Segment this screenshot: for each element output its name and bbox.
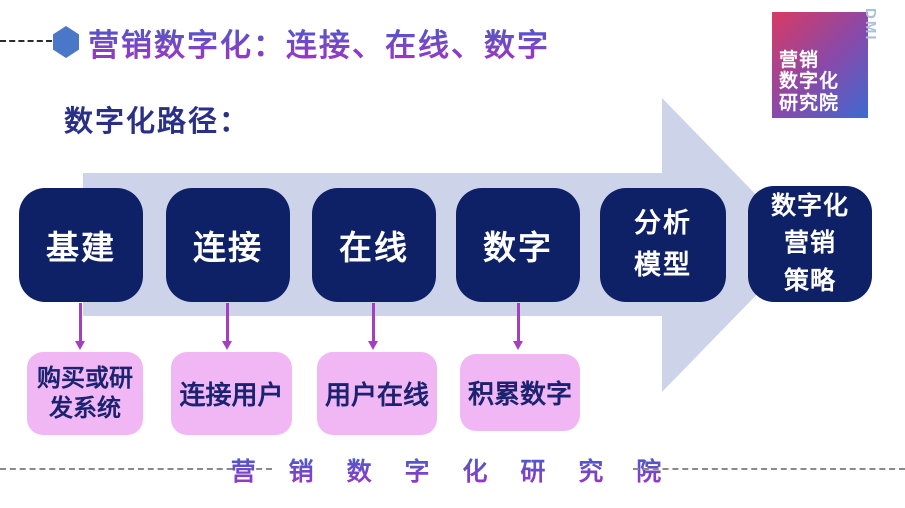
- note-box-connect-users: 连接用户: [171, 352, 292, 435]
- section-subtitle: 数字化路径：: [64, 106, 251, 138]
- down-arrow-line: [517, 303, 520, 342]
- step-box-infrastructure: 基建: [19, 188, 143, 302]
- note-box-buy-or-develop-system: 购买或研 发系统: [27, 352, 143, 435]
- step-box-online: 在线: [312, 188, 436, 302]
- logo-watermark: DMI: [862, 8, 879, 42]
- down-arrow-head: [75, 341, 85, 350]
- down-arrow-icon: [222, 303, 233, 351]
- down-arrow-icon: [75, 303, 86, 351]
- page-title: 营销数字化：连接、在线、数字: [88, 20, 550, 65]
- title-dashed-line: [0, 40, 52, 42]
- down-arrow-line: [226, 303, 229, 342]
- step-box-connect: 连接: [166, 188, 290, 302]
- logo: 营销 数字化 研究院: [772, 12, 868, 118]
- down-arrow-head: [513, 341, 523, 350]
- down-arrow-line: [372, 303, 375, 342]
- down-arrow-head: [368, 341, 378, 350]
- footer-brand-text: 营 销 数 字 化 研 究 院: [0, 452, 905, 488]
- down-arrow-line: [79, 303, 82, 342]
- footer-dashed-line-left: [0, 468, 272, 470]
- down-arrow-icon: [368, 303, 379, 351]
- down-arrow-icon: [513, 303, 524, 351]
- logo-text: 营销 数字化 研究院: [779, 49, 840, 114]
- step-box-analysis-model: 分析 模型: [600, 188, 726, 302]
- step-box-digital-marketing-strategy: 数字化 营销 策略: [748, 186, 872, 302]
- down-arrow-head: [222, 341, 232, 350]
- note-box-accumulate-digits: 积累数字: [460, 354, 580, 431]
- footer-dashed-line-right: [633, 468, 905, 470]
- step-box-digital: 数字: [456, 188, 580, 302]
- note-box-users-online: 用户在线: [317, 352, 437, 435]
